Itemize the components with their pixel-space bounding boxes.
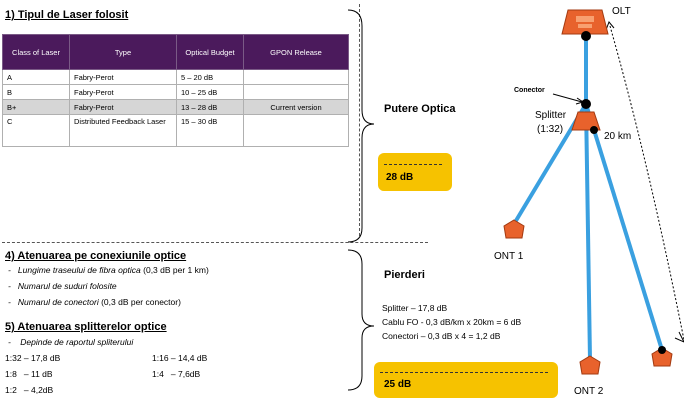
pon-network-diagram (503, 9, 684, 375)
loss-line: Cablu FO - 0,3 dB/km x 20km = 6 dB (382, 317, 522, 327)
ont1-device (503, 219, 525, 239)
ratio-item: 1:4 – 7,6dB (152, 369, 201, 379)
ont3-device (651, 347, 673, 367)
horizontal-divider (2, 242, 428, 243)
section-title-laser: 1) Tipul de Laser folosit (5, 9, 129, 21)
table-cell: B+ (2, 99, 70, 115)
ont3-port-dot (658, 346, 666, 354)
list-item: - Numarul de conectori (0,3 dB per conec… (8, 297, 181, 307)
ont1-label: ONT 1 (494, 251, 524, 262)
table-row: A Fabry-Perot 5 – 20 dB (2, 69, 349, 85)
list-item: - Lungime traseului de fibra optica (0,3… (8, 265, 209, 275)
table-cell (243, 69, 349, 85)
splitter-label: Splitter (535, 110, 567, 121)
power-label: Putere Optica (384, 103, 456, 115)
table-cell: 10 – 25 dB (176, 84, 244, 100)
splitter-device (571, 111, 601, 131)
connector-label: Conector (514, 87, 545, 94)
arrow-head (674, 331, 684, 343)
ont2-device (579, 355, 601, 375)
box-dashed-line (384, 164, 442, 165)
arrow-head (605, 21, 615, 31)
table-row-highlighted: B+ Fabry-Perot 13 – 28 dB Current versio… (2, 99, 349, 115)
distance-label: 20 km (604, 131, 632, 142)
connector-pointer (552, 93, 583, 103)
losses-label: Pierderi (384, 269, 425, 281)
list-item: - Numarul de suduri folosite (8, 281, 117, 291)
loss-line: Splitter – 17,8 dB (382, 303, 448, 313)
olt-label: OLT (612, 6, 631, 17)
table-cell: Current version (243, 99, 349, 115)
column-header: Class of Laser (2, 34, 70, 70)
laser-class-table: Class of Laser Type Optical Budget GPON … (2, 34, 349, 147)
brace-power (347, 9, 375, 243)
power-value-box: 28 dB (378, 153, 452, 191)
table-header-row: Class of Laser Type Optical Budget GPON … (2, 34, 349, 70)
ratio-item: 1:2 – 4,2dB (5, 385, 54, 395)
ratio-item: 1:32 – 17,8 dB (5, 353, 61, 363)
table-cell (243, 114, 349, 147)
brace-graphics (347, 9, 375, 391)
box-dashed-line (380, 372, 548, 373)
column-header: GPON Release (243, 34, 349, 70)
splitter-ratio-label: (1:32) (537, 124, 564, 135)
splitter-port-dot (590, 126, 598, 134)
vertical-divider (359, 4, 360, 236)
table-cell: B (2, 84, 70, 100)
table-cell: C (2, 114, 70, 147)
table-cell: Fabry-Perot (69, 99, 177, 115)
table-cell: 13 – 28 dB (176, 99, 244, 115)
table-cell: 15 – 30 dB (176, 114, 244, 147)
fiber-ont3 (584, 103, 664, 351)
losses-value: 25 dB (384, 379, 412, 390)
losses-value-box: 25 dB (374, 362, 558, 398)
table-cell: Distributed Feedback Laser (69, 114, 177, 147)
fiber-ont2 (584, 103, 592, 361)
table-cell (243, 84, 349, 100)
section-title-splitter: 5) Atenuarea splitterelor optice (5, 321, 167, 333)
splitter-subtitle: - Depinde de raportul spliterului (8, 337, 134, 347)
brace-losses (347, 249, 375, 391)
ratio-item: 1:8 – 11 dB (5, 369, 53, 379)
olt-port-dot (581, 31, 591, 41)
column-header: Type (69, 34, 177, 70)
ont2-label: ONT 2 (574, 386, 604, 397)
table-cell: A (2, 69, 70, 85)
loss-line: Conectori – 0,3 dB x 4 = 1,2 dB (382, 331, 501, 341)
distance-arrow (609, 25, 684, 341)
ratio-item: 1:16 – 14,4 dB (152, 353, 208, 363)
table-cell: Fabry-Perot (69, 69, 177, 85)
section-title-attenuation: 4) Atenuarea pe conexiunile optice (5, 250, 187, 262)
column-header: Optical Budget (176, 34, 244, 70)
attenuation-list: - Lungime traseului de fibra optica (0,3… (8, 265, 209, 313)
table-row: C Distributed Feedback Laser 15 – 30 dB (2, 114, 349, 147)
connector-dot (581, 99, 591, 109)
table-cell: 5 – 20 dB (176, 69, 244, 85)
table-cell: Fabry-Perot (69, 84, 177, 100)
table-row: B Fabry-Perot 10 – 25 dB (2, 84, 349, 100)
power-value: 28 dB (386, 172, 414, 183)
olt-device (561, 9, 609, 35)
